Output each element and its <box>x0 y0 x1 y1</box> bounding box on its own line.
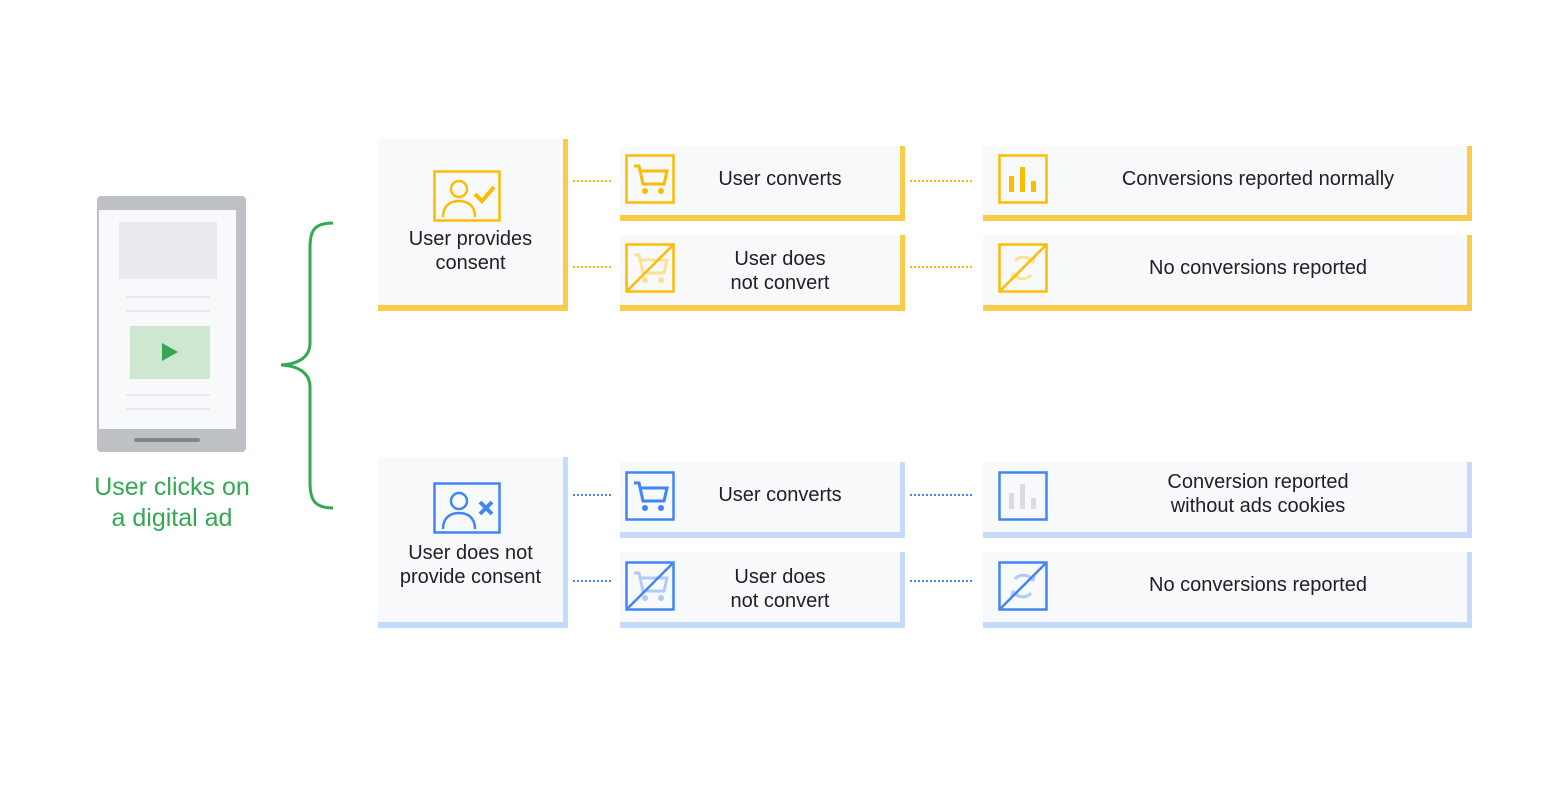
person-x-icon <box>433 482 501 534</box>
phone-text-line <box>126 310 210 312</box>
consent-given-card: User provides consent <box>378 139 568 311</box>
phone-image-placeholder <box>119 222 217 279</box>
consent-denied-card: User does not provide consent <box>378 457 568 628</box>
no-consent-not-reported-card: No conversions reported <box>983 552 1472 628</box>
phone-text-line <box>126 408 210 410</box>
ad-click-label: User clicks on a digital ad <box>94 473 250 532</box>
consent-reported-label: Conversions reported normally <box>1121 168 1395 190</box>
consent-not-reported-card: No conversions reported <box>983 235 1472 311</box>
no-consent-reported-label: Conversion reported without ads cookies <box>1167 471 1349 517</box>
branch-brace <box>280 221 334 510</box>
connector <box>573 180 611 182</box>
consent-denied-label: User does not provide consent <box>399 542 542 588</box>
connector <box>910 494 972 496</box>
bar-chart-icon <box>998 471 1048 521</box>
phone-illustration <box>97 196 246 452</box>
person-check-icon <box>433 170 501 222</box>
cart-crossed-icon <box>625 243 675 293</box>
no-consent-converts-label: User converts <box>718 484 842 506</box>
phone-home-bar <box>134 438 200 442</box>
no-consent-not-reported-label: No conversions reported <box>1149 574 1367 596</box>
cart-crossed-icon <box>625 561 675 611</box>
connector <box>910 180 972 182</box>
no-consent-reported-card: Conversion reported without ads cookies <box>983 462 1472 538</box>
phone-screen <box>99 210 236 429</box>
consent-given-label: User provides consent <box>408 228 533 274</box>
video-ad <box>130 326 210 379</box>
chart-crossed-icon <box>998 243 1048 293</box>
connector <box>573 266 611 268</box>
cart-icon <box>625 471 675 521</box>
no-consent-not-converts-card: User does not convert <box>620 552 905 628</box>
phone-text-line <box>126 394 210 396</box>
consent-reported-card: Conversions reported normally <box>983 146 1472 221</box>
cart-icon <box>625 154 675 204</box>
consent-not-reported-label: No conversions reported <box>1149 257 1367 279</box>
bar-chart-icon <box>998 154 1048 204</box>
phone-text-line <box>126 296 210 298</box>
no-consent-not-converts-label: User does not convert <box>730 566 830 612</box>
play-icon <box>162 343 178 361</box>
chart-crossed-icon <box>998 561 1048 611</box>
connector <box>573 580 611 582</box>
no-consent-converts-card: User converts <box>620 462 905 538</box>
consent-converts-label: User converts <box>718 168 842 190</box>
connector <box>573 494 611 496</box>
connector <box>910 266 972 268</box>
consent-converts-card: User converts <box>620 146 905 221</box>
consent-not-converts-card: User does not convert <box>620 235 905 311</box>
connector <box>910 580 972 582</box>
consent-not-converts-label: User does not convert <box>730 248 830 294</box>
